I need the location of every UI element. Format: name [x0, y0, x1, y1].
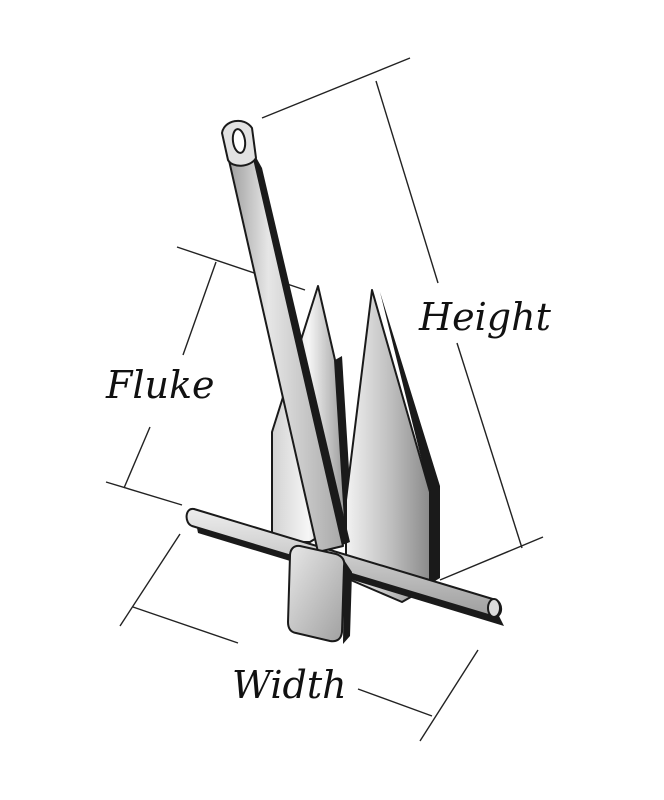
width-dimension-left	[132, 606, 239, 644]
width-label: Width	[232, 663, 347, 707]
right-fluke	[345, 289, 431, 603]
anchor-illustration	[185, 119, 504, 644]
height-extension-top	[261, 57, 411, 119]
shank-eye-hole	[231, 128, 247, 154]
stock-end-cap	[487, 598, 501, 618]
height-dimension-lower	[456, 342, 523, 549]
fluke-dimension-upper	[182, 261, 217, 356]
width-extension-left	[119, 533, 181, 627]
shank-shadow	[252, 150, 350, 546]
width-extension-right	[419, 649, 479, 742]
height-label: Height	[418, 295, 552, 339]
crown	[287, 544, 346, 643]
right-fluke-shadow	[380, 292, 440, 584]
width-dimension-right	[357, 688, 433, 717]
dimension-lines	[105, 57, 544, 742]
height-extension-bottom	[439, 536, 544, 581]
crown-shadow	[343, 560, 352, 644]
height-dimension-upper	[375, 80, 439, 284]
fluke-label: Fluke	[105, 363, 215, 407]
fluke-extension-bottom	[105, 481, 183, 506]
fluke-dimension-lower	[123, 426, 151, 489]
